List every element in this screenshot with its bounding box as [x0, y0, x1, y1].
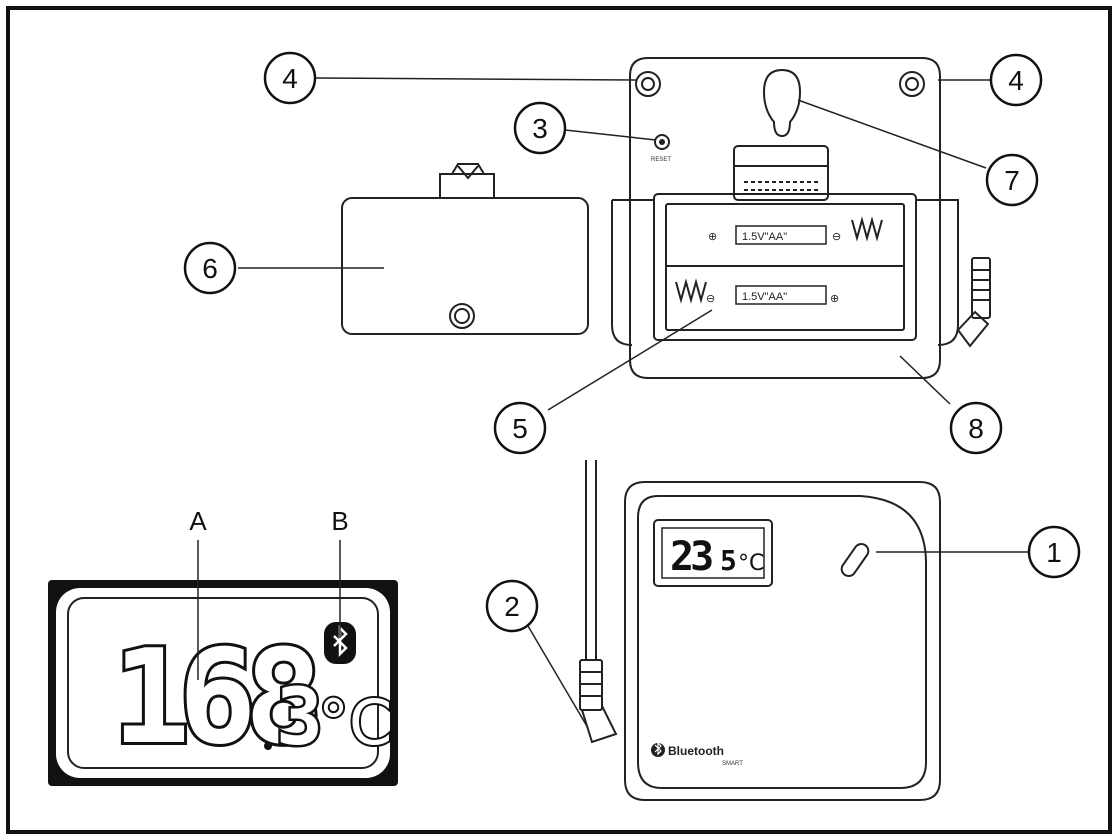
small-lcd-digits: 23 [670, 534, 712, 580]
brand-text: Bluetooth [668, 744, 724, 758]
small-lcd-display [653, 519, 773, 587]
callout-5: 5 [493, 401, 547, 455]
callout-1-label: 1 [1046, 537, 1062, 568]
callout-2-label: 2 [504, 591, 520, 622]
large-lcd-decimal-digit: 3 [276, 673, 323, 763]
battery-bottom-label: 1.5V"AA" [742, 291, 787, 303]
callout-2: 2 [485, 579, 539, 633]
battery-top: ⊕ 1.5V"AA" ⊖ [708, 225, 841, 245]
small-lcd-decimal-digit: 5 [720, 544, 737, 577]
bluetooth-brand: Bluetooth SMART [651, 741, 743, 767]
status-led [840, 542, 870, 578]
keyhole-hanger [762, 68, 802, 138]
minus-icon: ⊖ [706, 293, 715, 305]
large-lcd-display [48, 580, 398, 786]
callout-4-left-label: 4 [282, 63, 298, 94]
lcd-label-b: B [331, 506, 348, 536]
callout-4-right-label: 4 [1008, 65, 1024, 96]
callout-5-label: 5 [512, 413, 528, 444]
probe-cable [585, 460, 597, 660]
device-back-view [611, 57, 991, 379]
callout-4-right: 4 [989, 53, 1043, 107]
battery-cover [341, 163, 589, 335]
callout-7-label: 7 [1004, 165, 1020, 196]
plus-icon: ⊕ [830, 293, 839, 305]
screw-hole-right [899, 71, 925, 97]
callout-6-label: 6 [202, 253, 218, 284]
callout-6: 6 [183, 241, 237, 295]
cover-screw [449, 303, 475, 329]
lcd-label-a: A [189, 506, 207, 536]
bluetooth-status-icon [324, 622, 356, 664]
battery-top-label: 1.5V"AA" [742, 231, 787, 243]
callout-7: 7 [985, 153, 1039, 207]
battery-compartment [653, 193, 917, 341]
large-lcd-decimal-point [264, 742, 272, 750]
battery-clip [733, 145, 829, 201]
callout-8: 8 [949, 401, 1003, 455]
small-lcd-unit: °C [738, 551, 764, 576]
device-front-view [579, 460, 941, 801]
reset-label: RESET [651, 157, 671, 163]
callout-4-left: 4 [263, 51, 317, 105]
callout-3: 3 [513, 101, 567, 155]
minus-icon: ⊖ [832, 231, 841, 243]
battery-spring-bottom [675, 278, 707, 304]
brand-subtext: SMART [722, 761, 743, 767]
callout-3-label: 3 [532, 113, 548, 144]
diagram-frame [6, 6, 1112, 834]
battery-bottom: ⊖ 1.5V"AA" ⊕ [706, 285, 839, 305]
reset-button: RESET [651, 134, 671, 163]
battery-spring-top [851, 216, 883, 242]
large-lcd-unit: °C [318, 686, 392, 759]
callout-1: 1 [1027, 525, 1081, 579]
leader-lines [197, 77, 1028, 729]
large-lcd-digits: 168 [112, 621, 316, 773]
callout-8-label: 8 [968, 413, 984, 444]
plus-icon: ⊕ [708, 231, 717, 243]
probe-plug-back [956, 310, 990, 348]
screw-hole-left [635, 71, 661, 97]
